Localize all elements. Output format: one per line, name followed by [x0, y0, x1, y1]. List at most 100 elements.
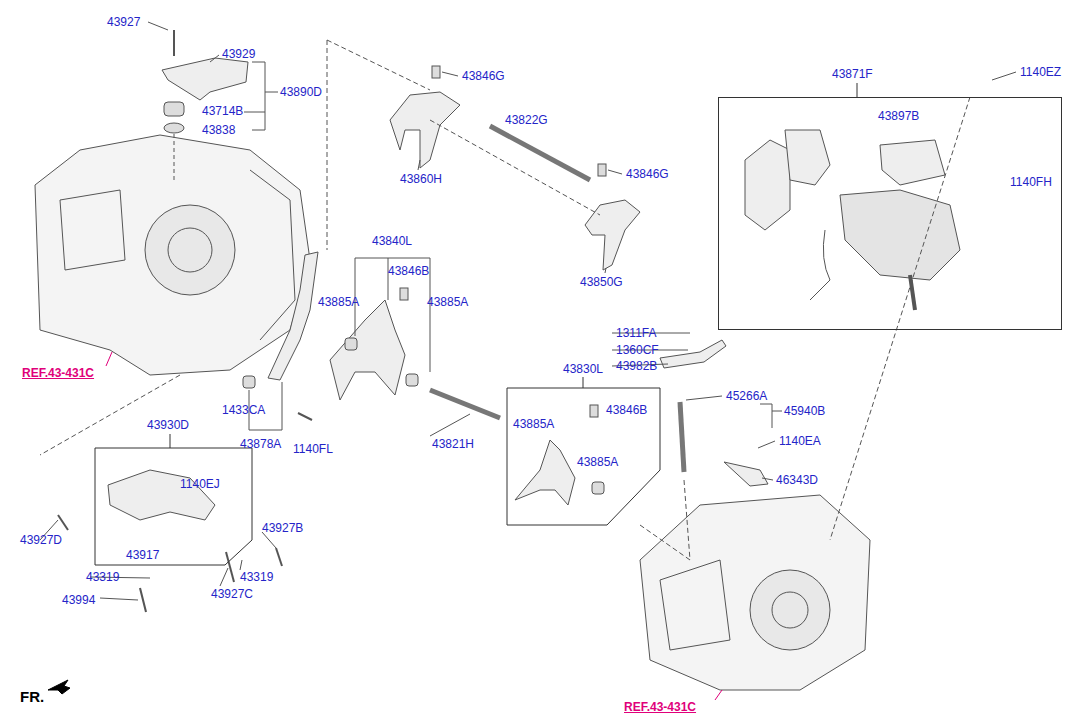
box-outline	[95, 448, 252, 565]
box-outline	[507, 388, 660, 525]
callout-number: 1140EZ	[1020, 65, 1061, 79]
leader-line	[442, 72, 458, 76]
callout-number: 43885A	[513, 417, 554, 431]
leader-line	[762, 478, 773, 480]
heading-leader	[170, 434, 171, 448]
shift-fork	[585, 200, 640, 270]
callout-number: 43860H	[400, 172, 442, 186]
leader-line	[220, 568, 228, 586]
front-arrow	[48, 680, 70, 694]
shift-fork	[515, 440, 575, 505]
bolt-part	[298, 413, 312, 420]
group-box: 43830L43885A43846B43885A	[507, 388, 660, 525]
callout-number: 43917	[126, 548, 159, 562]
shift-shaft	[430, 390, 500, 418]
housing-right	[640, 495, 870, 690]
shift-fork	[330, 300, 405, 400]
leader-line	[148, 22, 168, 30]
bracket-line	[760, 404, 782, 428]
leader-line	[605, 268, 606, 273]
shift-rail	[490, 126, 590, 180]
bolt-part	[276, 548, 282, 566]
callout-number: 45266A	[726, 389, 767, 403]
callout-number: 43927	[107, 15, 140, 29]
housing-bore	[145, 205, 235, 295]
leader-line	[608, 170, 622, 174]
bracket-part	[660, 340, 726, 368]
callout-number: 43846B	[606, 403, 647, 417]
callout-number: 43982B	[616, 359, 657, 373]
callout-number: 1311FA	[616, 326, 656, 340]
callout-number: 43890D	[280, 85, 322, 99]
callout-number: 1140FH	[1010, 175, 1052, 189]
reference-link: REF.43-431C	[22, 366, 94, 380]
shift-fork	[390, 92, 460, 168]
callout-number: 43714B	[202, 104, 243, 118]
housing-left	[35, 135, 310, 375]
housing-bore	[168, 228, 212, 272]
bolt-part	[173, 30, 175, 56]
group-number: 43830L	[563, 362, 603, 376]
bracket-line	[244, 62, 278, 130]
callout-number: 1360CF	[616, 343, 659, 357]
actuator-body	[840, 190, 960, 280]
callout-number: 43850G	[580, 275, 623, 289]
housing-rib	[660, 560, 730, 650]
leader-line	[106, 352, 112, 366]
callout-number: 43319	[240, 570, 273, 584]
callout-number: 43838	[202, 123, 235, 137]
housing-rib	[60, 190, 125, 270]
callout-number: 43994	[62, 593, 95, 607]
callout-number: 43929	[222, 47, 255, 61]
housing-bore	[750, 570, 830, 650]
pin-part	[590, 405, 598, 417]
washer-part	[164, 123, 184, 133]
shaft-part	[680, 402, 684, 472]
bushing-part	[164, 102, 184, 116]
callout-number: 43846B	[388, 264, 429, 278]
bushing-part	[243, 376, 255, 388]
actuator-connector	[880, 140, 945, 185]
callout-number: 43846G	[626, 167, 669, 181]
bolt-part	[140, 588, 146, 612]
bolt-part	[226, 552, 234, 582]
leader-line	[992, 72, 1016, 80]
callout-number: 45940B	[784, 404, 825, 418]
callout-number: 1140FL	[293, 442, 333, 456]
actuator-sensor	[785, 130, 830, 185]
leader-line	[758, 441, 775, 448]
reference-link: REF.43-431C	[624, 700, 696, 714]
leader-line	[418, 160, 420, 170]
bolt-part	[58, 515, 68, 530]
callout-number: 46343D	[776, 473, 818, 487]
pin-part	[598, 164, 606, 176]
group-number: 43871F	[832, 67, 873, 81]
bushing-part	[592, 482, 604, 494]
bracket-part	[162, 58, 248, 100]
group-number: 43930D	[147, 418, 189, 432]
leader-line	[240, 560, 242, 570]
leader-line	[715, 690, 722, 700]
callout-number: 1140EA	[779, 434, 821, 448]
callout-number: 1140EJ	[180, 477, 220, 491]
pin-part	[400, 288, 408, 300]
leader-line	[100, 598, 138, 600]
heading-leader	[857, 83, 858, 97]
lever-part	[268, 252, 318, 380]
callout-number: 43885A	[577, 455, 618, 469]
assembly-line	[174, 134, 175, 180]
leader-line	[210, 55, 219, 62]
housing-flange	[250, 170, 295, 340]
assembly-line	[40, 40, 970, 560]
box-outline	[95, 448, 252, 565]
callout-number: 43846G	[462, 69, 505, 83]
heading-leader	[583, 377, 584, 388]
callout-number: 43927D	[20, 533, 62, 547]
group-box: 43930D1140EJ43917	[95, 448, 252, 565]
callout-number: 43878A	[240, 437, 281, 451]
group-box: 43871F43897B1140FH	[718, 97, 1062, 330]
front-marker: FR.	[20, 688, 44, 705]
callout-number: 43927C	[211, 587, 253, 601]
plate-part	[724, 462, 768, 486]
